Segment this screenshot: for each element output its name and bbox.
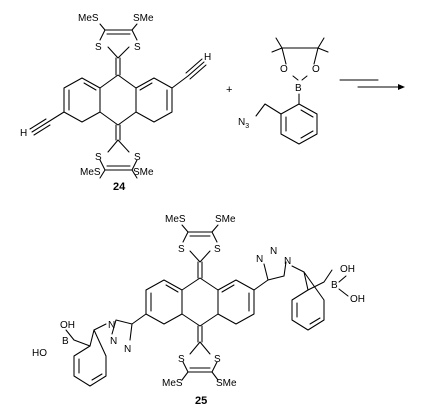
alkyne-h-label: H: [204, 52, 211, 63]
ring-sulfur-label: S: [95, 42, 102, 53]
boron-label: B: [295, 83, 302, 94]
alkyne-h-label: H: [20, 128, 27, 139]
ring-sulfur-label: S: [95, 152, 102, 163]
methylthio-label: SMe: [133, 167, 154, 178]
hydroxyl-label: OH: [350, 294, 365, 305]
ring-sulfur-label: S: [178, 244, 185, 255]
hydroxyl-label: HO: [32, 348, 47, 359]
ring-sulfur-label: S: [178, 354, 185, 365]
azide-label: N3: [238, 117, 249, 130]
ring-sulfur-label: S: [214, 354, 221, 365]
triazole-nitrogen-label: N: [256, 254, 263, 265]
methylthio-label: SMe: [216, 378, 237, 389]
oxygen-label: O: [312, 64, 320, 75]
reaction-arrow: [339, 79, 405, 90]
hydroxyl-label: OH: [60, 320, 75, 331]
methylthio-label: MeS: [162, 378, 183, 389]
boron-label: B: [62, 336, 69, 347]
triazole-nitrogen-label: N: [110, 336, 117, 347]
compound-number-25: 25: [195, 395, 207, 407]
methylthio-label: SMe: [215, 214, 236, 225]
boron-label: B: [331, 280, 338, 291]
oxygen-label: O: [280, 64, 288, 75]
plus-sign: +: [226, 84, 232, 96]
methylthio-label: MeS: [165, 214, 186, 225]
ring-sulfur-label: S: [134, 42, 141, 53]
hydroxyl-label: OH: [340, 264, 355, 275]
ring-sulfur-label: S: [134, 152, 141, 163]
methylthio-label: SMe: [133, 13, 154, 24]
triazole-nitrogen-label: N: [124, 344, 131, 355]
triazole-nitrogen-label: N: [270, 246, 277, 257]
triazole-nitrogen-label: N: [108, 320, 115, 331]
methylthio-label: MeS: [80, 167, 101, 178]
compound-number-24: 24: [113, 181, 126, 193]
boronate-azide-reagent-structure: O O B N3: [238, 37, 329, 145]
compound-25-structure: MeS SMe S S N N N B OH OH N N N B OH HO: [32, 214, 365, 389]
methylthio-label: MeS: [78, 13, 99, 24]
triazole-nitrogen-label: N: [284, 256, 291, 267]
ring-sulfur-label: S: [214, 244, 221, 255]
compound-24-structure: MeS SMe S S H H S S MeS SMe: [20, 13, 211, 179]
